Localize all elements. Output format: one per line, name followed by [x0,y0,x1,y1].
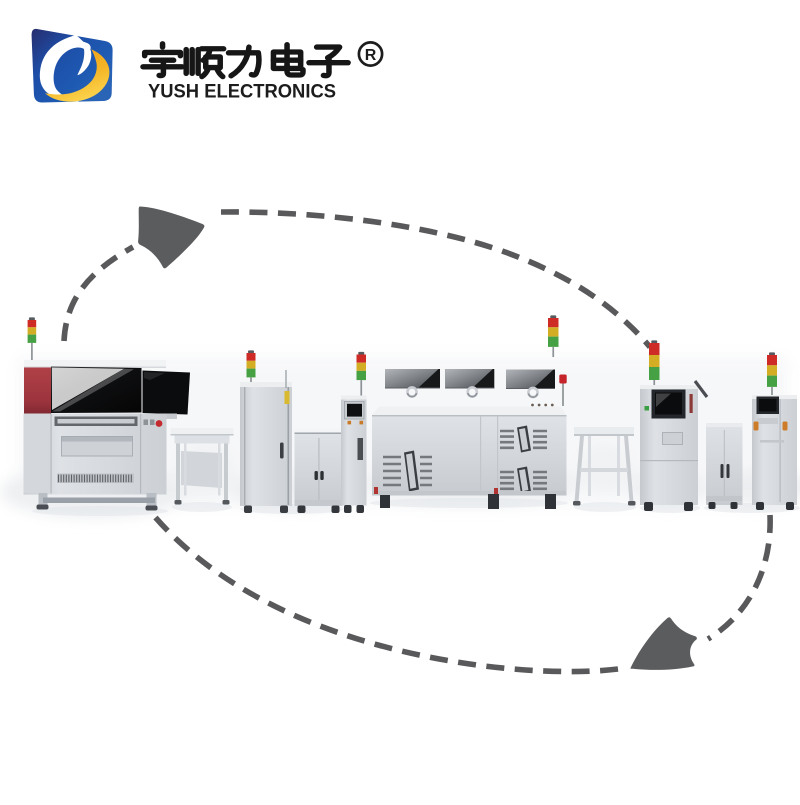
svg-text:R: R [365,47,377,64]
svg-text:YUSH ELECTRONICS: YUSH ELECTRONICS [148,81,336,103]
